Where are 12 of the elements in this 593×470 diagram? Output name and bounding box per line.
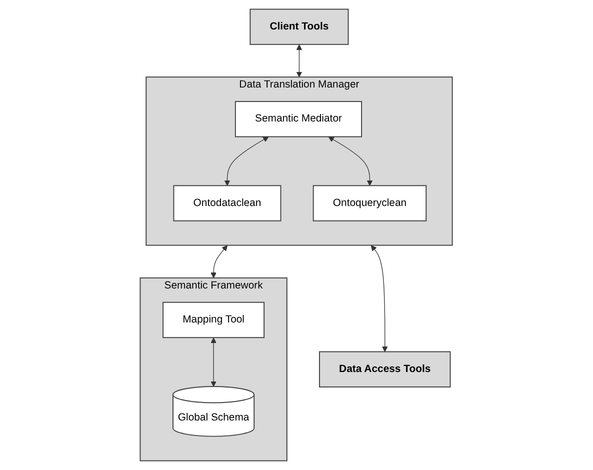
arrow [210, 338, 217, 387]
arrow [371, 245, 388, 352]
arrow [224, 136, 269, 186]
arrow [210, 245, 228, 278]
node-box: Ontodataclean [173, 185, 282, 222]
node-box: Client Tools [250, 8, 349, 45]
node-box: Semantic Mediator [235, 101, 362, 138]
arrow [328, 136, 373, 186]
node-box: Data Access Tools [319, 351, 451, 388]
node-box: Mapping Tool [162, 302, 265, 338]
node-box: Ontoqueryclean [313, 185, 427, 222]
arrow [296, 44, 302, 78]
